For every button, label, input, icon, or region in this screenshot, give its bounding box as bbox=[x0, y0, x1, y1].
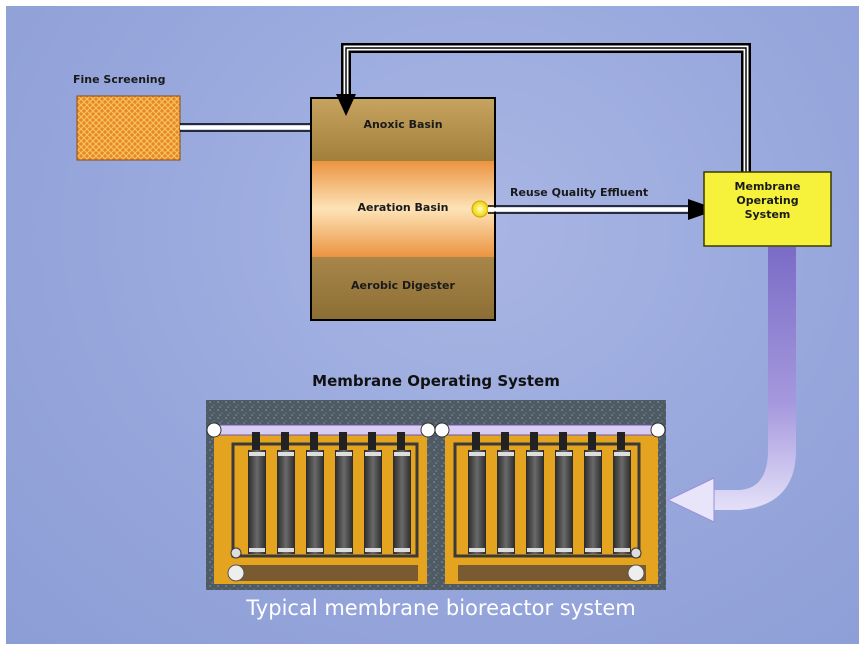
mos-label-line3: System bbox=[744, 208, 791, 221]
membrane-modules-left bbox=[248, 432, 411, 554]
recycle-loop-arrow bbox=[336, 43, 751, 172]
membrane-tank bbox=[206, 400, 666, 590]
aeration-basin-label: Aeration Basin bbox=[357, 201, 449, 214]
mos-box-label: Membrane Operating System bbox=[705, 180, 830, 222]
effluent-arrow bbox=[488, 199, 718, 220]
aerobic-digester-label: Aerobic Digester bbox=[351, 279, 455, 292]
membrane-modules-right bbox=[468, 432, 631, 554]
effluent-label: Reuse Quality Effluent bbox=[510, 186, 649, 199]
mos-section-title: Membrane Operating System bbox=[312, 372, 560, 390]
fine-screening-label: Fine Screening bbox=[73, 73, 166, 86]
figure-caption: Typical membrane bioreactor system bbox=[246, 596, 636, 620]
mos-label-line2: Operating bbox=[736, 194, 799, 207]
purple-flow-arrow bbox=[666, 247, 796, 523]
anoxic-basin-label: Anoxic Basin bbox=[363, 118, 443, 131]
basin-stack bbox=[310, 97, 496, 321]
fine-screening-block bbox=[76, 95, 181, 161]
mos-box bbox=[703, 171, 832, 247]
mos-label-line1: Membrane bbox=[734, 180, 801, 193]
